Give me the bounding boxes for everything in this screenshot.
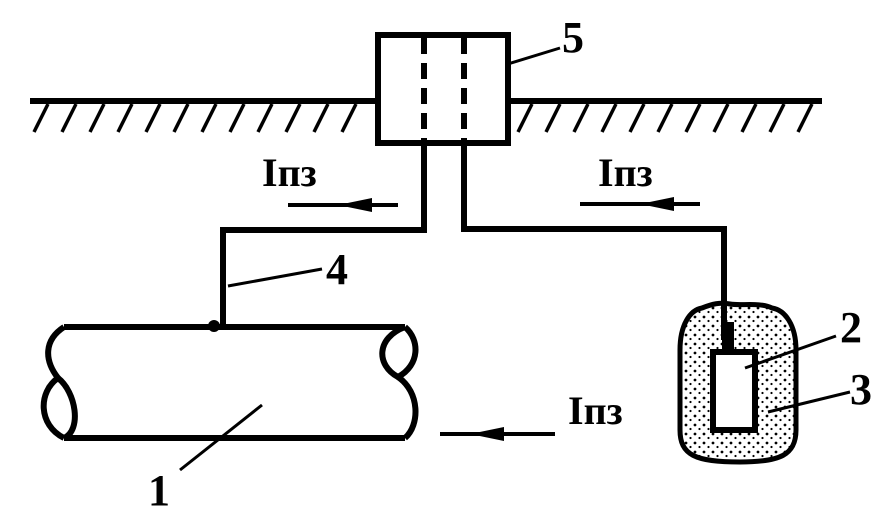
anode-electrode: [710, 349, 758, 433]
label-pipe: 1: [148, 466, 170, 515]
label-backfill: 3: [850, 365, 872, 414]
current-label-left: Iпз: [262, 150, 317, 195]
arrow-left-current: [288, 198, 398, 212]
ground-hatching: [32, 103, 814, 133]
ground-surface: [30, 98, 822, 133]
current-arrows: [288, 197, 700, 441]
cable-to-anode: [461, 143, 727, 340]
arrow-right-current: [580, 197, 700, 211]
protection-station: [375, 32, 511, 146]
arrow-bottom-current: [440, 427, 555, 441]
anode-ground-bed: [677, 300, 799, 465]
label-cable: 4: [326, 245, 348, 294]
cable-to-pipe: [220, 143, 427, 326]
current-label-right: Iпз: [598, 150, 653, 195]
leader-lines: [179, 46, 851, 472]
current-label-bottom: Iпз: [568, 388, 623, 433]
label-station: 5: [562, 13, 584, 62]
pipeline: [40, 320, 419, 441]
cables: [220, 143, 727, 340]
label-anode: 2: [840, 303, 862, 352]
